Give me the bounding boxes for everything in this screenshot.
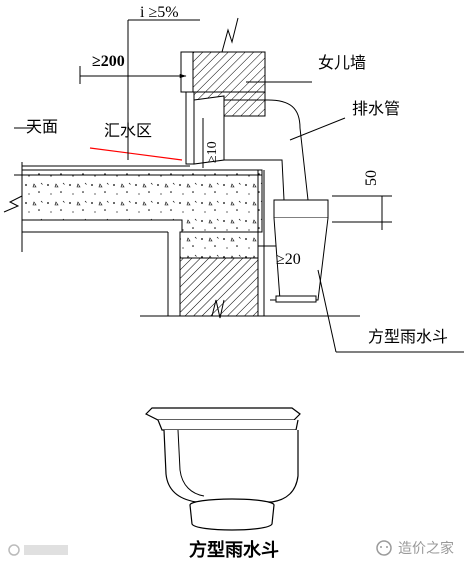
slope-label: i ≥5% (140, 4, 179, 21)
flow-line (89, 147, 183, 161)
lower-wall (22, 170, 360, 319)
watermark-brand: 造价之家 (398, 540, 454, 557)
watermark-left (8, 544, 68, 556)
drain-pipe (267, 99, 309, 201)
dim-50-label: 50 (363, 170, 380, 186)
parapet-label: 女儿墙 (318, 53, 366, 72)
rain-hopper-side (270, 199, 329, 303)
roof-surface-label: 天面 (26, 117, 58, 136)
dim-10-label: ≥10 (205, 141, 220, 163)
drain-pipe-label: 排水管 (352, 99, 400, 118)
figure-caption: 方型雨水斗 (189, 539, 279, 561)
collection-zone-label: 汇水区 (104, 121, 152, 140)
dim-200-label: ≥200 (92, 53, 125, 70)
square-drain-label: 方型雨水斗 (368, 327, 448, 346)
drain-outlet (185, 91, 268, 165)
watermark-right: 造价之家 (376, 540, 454, 557)
dim-20-label: ≥20 (276, 251, 301, 268)
wechat-icon (376, 540, 392, 556)
parapet-wall (180, 17, 266, 117)
rain-hopper-3d (144, 407, 301, 531)
roof-slab (3, 162, 263, 252)
